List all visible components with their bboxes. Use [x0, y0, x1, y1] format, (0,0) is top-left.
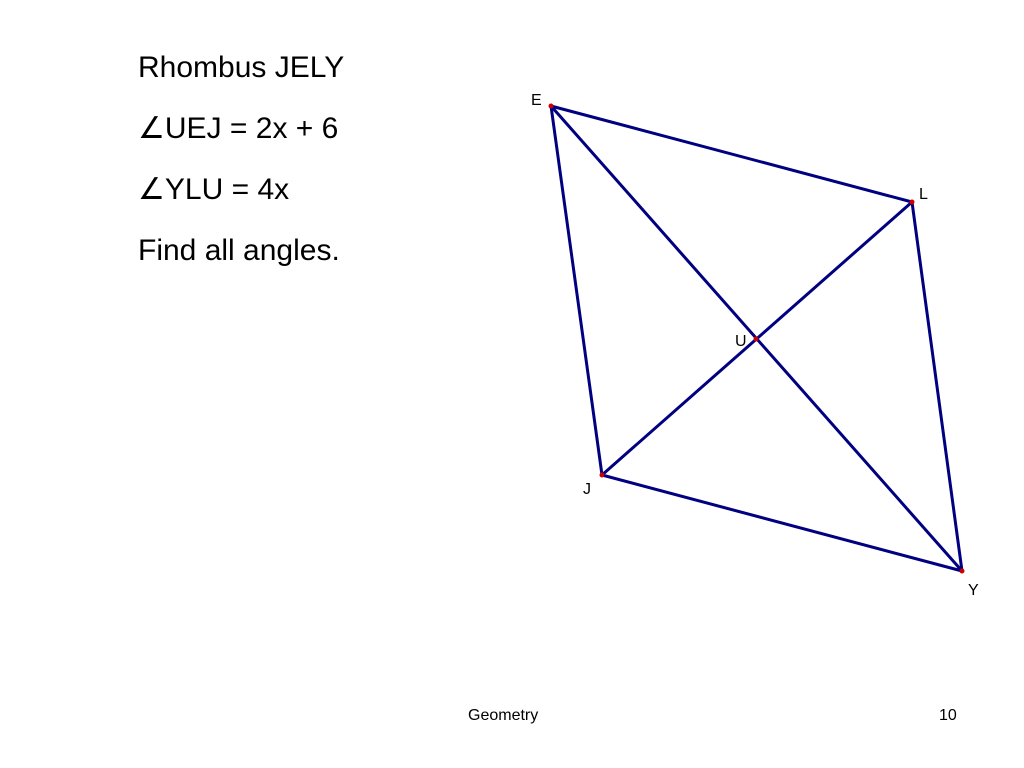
footer-title: Geometry [468, 707, 539, 724]
problem-line-angle-uej: ∠UEJ = 2x + 6 [138, 112, 339, 145]
point-u [753, 336, 759, 342]
point-y [959, 568, 965, 574]
problem-line-instruction: Find all angles. [138, 234, 340, 267]
side-yj [600, 473, 964, 573]
point-j [599, 472, 605, 478]
problem-line-rhombus: Rhombus JELY [138, 51, 345, 84]
vertex-label-y: Y [968, 582, 979, 599]
vertex-label-e: E [531, 92, 542, 109]
problem-statement: Rhombus JELY ∠UEJ = 2x + 6 ∠YLU = 4x Fin… [138, 50, 498, 294]
vertex-label-j: J [583, 481, 591, 498]
vertex-label-u: U [735, 333, 747, 350]
problem-line-angle-ylu: ∠YLU = 4x [138, 173, 290, 206]
side-ly [910, 200, 964, 573]
side-el [549, 104, 914, 204]
side-je [549, 104, 604, 477]
vertex-label-l: L [919, 186, 928, 203]
page-number: 10 [939, 707, 957, 724]
point-e [548, 103, 554, 109]
point-l [909, 199, 915, 205]
